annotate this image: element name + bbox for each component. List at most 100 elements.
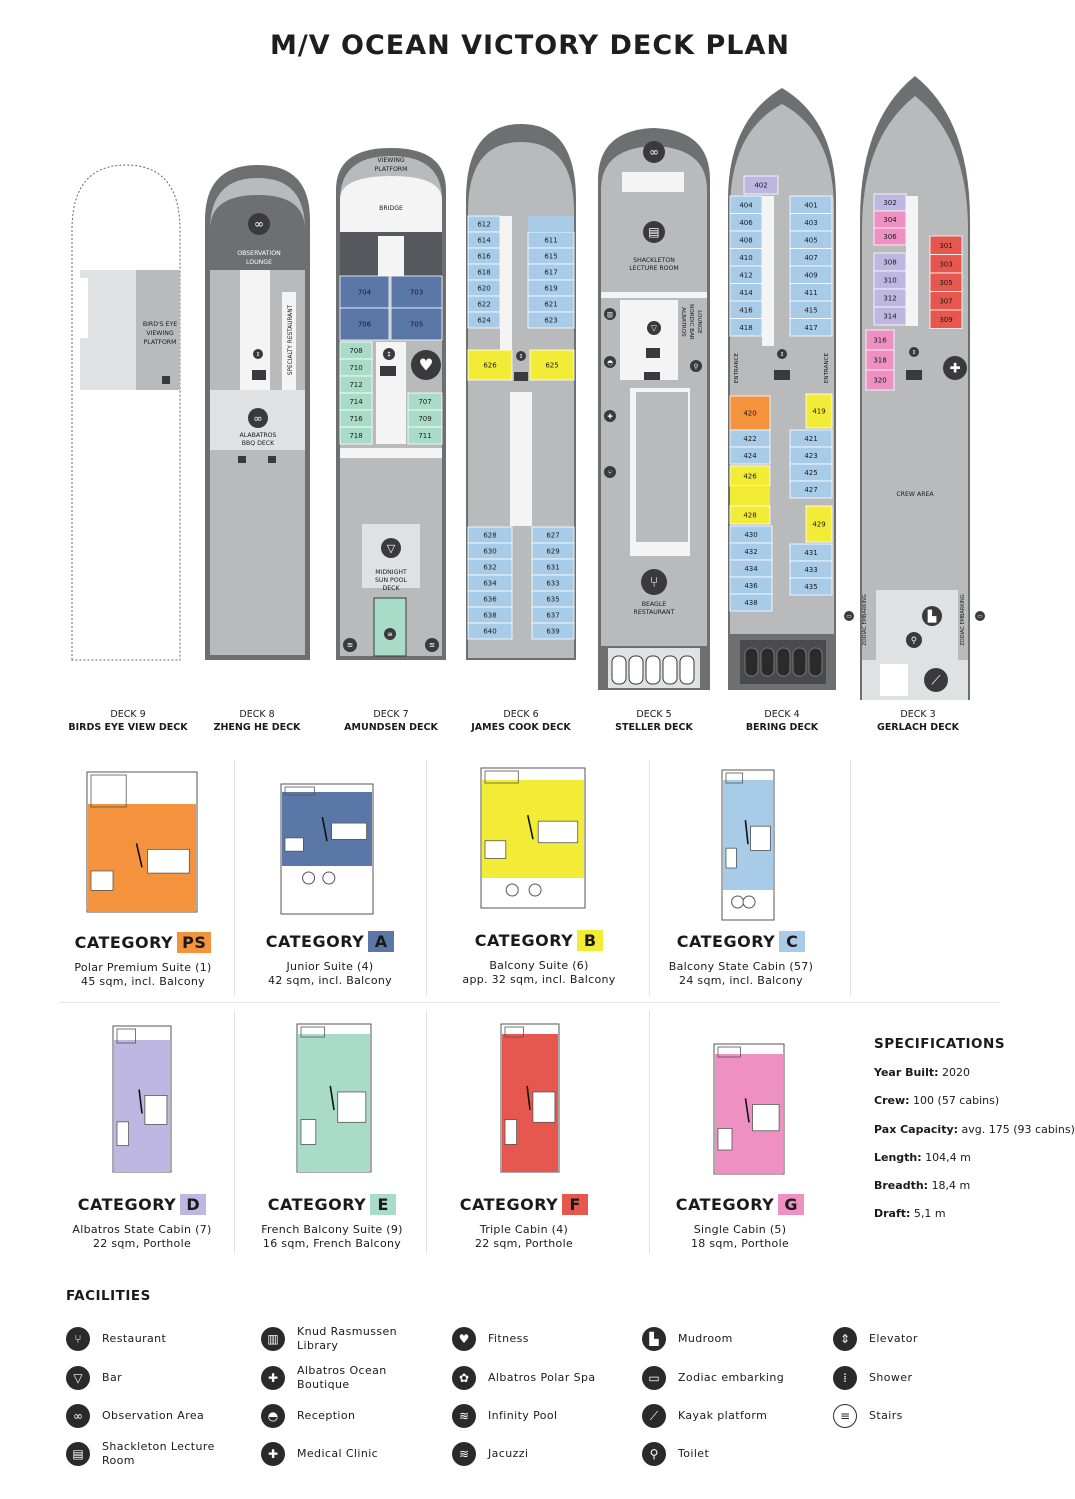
cabin-number: 418 — [739, 324, 752, 332]
chair — [484, 840, 507, 859]
deck-number: DECK 8 — [239, 709, 275, 720]
cabin-number: 405 — [804, 236, 817, 244]
cabin-blank — [528, 216, 574, 232]
boutique-icon-glyph: ✚ — [607, 412, 613, 420]
category-name: Triple Cabin (4) — [479, 1223, 569, 1236]
balcony-chair — [528, 883, 542, 897]
corridor — [906, 196, 918, 326]
corridor — [340, 448, 442, 458]
bathroom — [300, 1026, 326, 1038]
cabin-417 — [789, 318, 833, 337]
library-icon: ▥ — [261, 1327, 285, 1351]
cabin-number: 626 — [483, 362, 497, 370]
cabin-number: 422 — [743, 435, 756, 443]
category-description: French Balcony Suite (9)16 sqm, French B… — [232, 1223, 432, 1251]
desk — [744, 820, 749, 845]
jacuzzi-icon-glyph: ≋ — [429, 641, 435, 650]
cabin-number: 618 — [477, 269, 490, 277]
facility-label: Infinity Pool — [488, 1409, 558, 1422]
category-code: F — [562, 1194, 589, 1215]
binoculars-icon — [643, 141, 665, 163]
cabin-number: 402 — [754, 182, 767, 190]
restaurant-icon — [641, 569, 667, 595]
cabin-number: 637 — [546, 612, 559, 620]
category-code: B — [577, 930, 604, 951]
category-description: Junior Suite (4)42 sqm, incl. Balcony — [230, 960, 430, 988]
deck-name: ZHENG HE DECK — [213, 722, 301, 733]
category-code: D — [180, 1194, 207, 1215]
cabin-626 — [467, 349, 513, 381]
cabin-number: 633 — [546, 580, 559, 588]
cabin-number: 612 — [477, 221, 490, 229]
facility-item: ▭Zodiac embarking — [642, 1361, 817, 1395]
chair — [725, 847, 737, 869]
cabin-number: 302 — [883, 199, 896, 207]
lecture-icon-glyph: ▤ — [648, 225, 659, 239]
cabin-number: 718 — [349, 432, 362, 440]
facility-label: Zodiac embarking — [678, 1371, 785, 1384]
stairs-marker — [774, 370, 790, 380]
cabin-number: 430 — [744, 531, 757, 539]
cabin-number: 708 — [349, 347, 362, 355]
cabin-number: 309 — [939, 316, 952, 324]
cabin-number: 308 — [883, 259, 896, 267]
cabin-718 — [339, 426, 373, 445]
cabin-number: 620 — [477, 285, 490, 293]
spec-label: Breadth: — [874, 1179, 929, 1193]
stairs-marker — [238, 456, 246, 463]
zodiac-icon — [975, 611, 985, 621]
boots-icon: ▙ — [642, 1327, 666, 1351]
facility-item: ♥Fitness — [452, 1322, 627, 1356]
cabin-625 — [529, 349, 575, 381]
cabin-639 — [531, 622, 575, 640]
facility-label: Shower — [869, 1371, 913, 1384]
cabin-number: 406 — [739, 219, 753, 227]
balcony-chair — [505, 883, 519, 897]
stairs-marker — [252, 370, 266, 380]
deck-text: ENTRANCE — [824, 352, 830, 383]
deck-text: ENTRANCE — [734, 352, 740, 383]
bed — [532, 1091, 556, 1123]
facility-label: Fitness — [488, 1332, 529, 1345]
facility-item: ◓Reception — [261, 1399, 436, 1433]
facility-item: ✿Albatros Polar Spa — [452, 1361, 627, 1395]
facility-item: ▥Knud Rasmussen Library — [261, 1322, 436, 1356]
deck-text: PLATFORM — [144, 339, 177, 346]
deck-plan-diagram: BIRD'S EYEVIEWINGPLATFORM∞OBSERVATIONLOU… — [71, 76, 985, 700]
medical-icon: ✚ — [261, 1442, 285, 1466]
corridor — [510, 392, 532, 526]
lifeboat — [808, 647, 823, 677]
cabin-number: 404 — [739, 201, 753, 209]
lifeboat — [792, 647, 807, 677]
jacuzzi-icon — [425, 638, 439, 652]
category-word: CATEGORY — [676, 932, 776, 951]
restaurant-icon-glyph: ⑂ — [650, 575, 659, 591]
deck-text: ZODIAC EMBARKING — [862, 594, 868, 645]
facility-item: ≋Jacuzzi — [452, 1437, 627, 1471]
lecture-icon — [643, 221, 665, 243]
cabin-number: 410 — [739, 254, 752, 262]
deck-text: ALBATROS — [680, 307, 686, 337]
cabin-number: 414 — [739, 289, 753, 297]
cabin-number: 706 — [358, 321, 372, 329]
cabin-number: 623 — [544, 317, 557, 325]
medical-icon-glyph: ✚ — [949, 362, 960, 377]
cabin-number: 411 — [804, 289, 817, 297]
cabin-320 — [865, 369, 895, 391]
cabin-424 — [729, 446, 771, 465]
deck-4: 4024044064084104124144164184014034054074… — [728, 88, 836, 690]
toilet-icon-glyph: ⚲ — [911, 636, 917, 646]
cabin-number: 427 — [804, 486, 817, 494]
toilet-icon — [690, 360, 702, 372]
category-size: 42 sqm, incl. Balcony — [268, 974, 392, 987]
spec-value: 104,4 m — [925, 1150, 971, 1164]
lifeboat — [611, 655, 627, 685]
